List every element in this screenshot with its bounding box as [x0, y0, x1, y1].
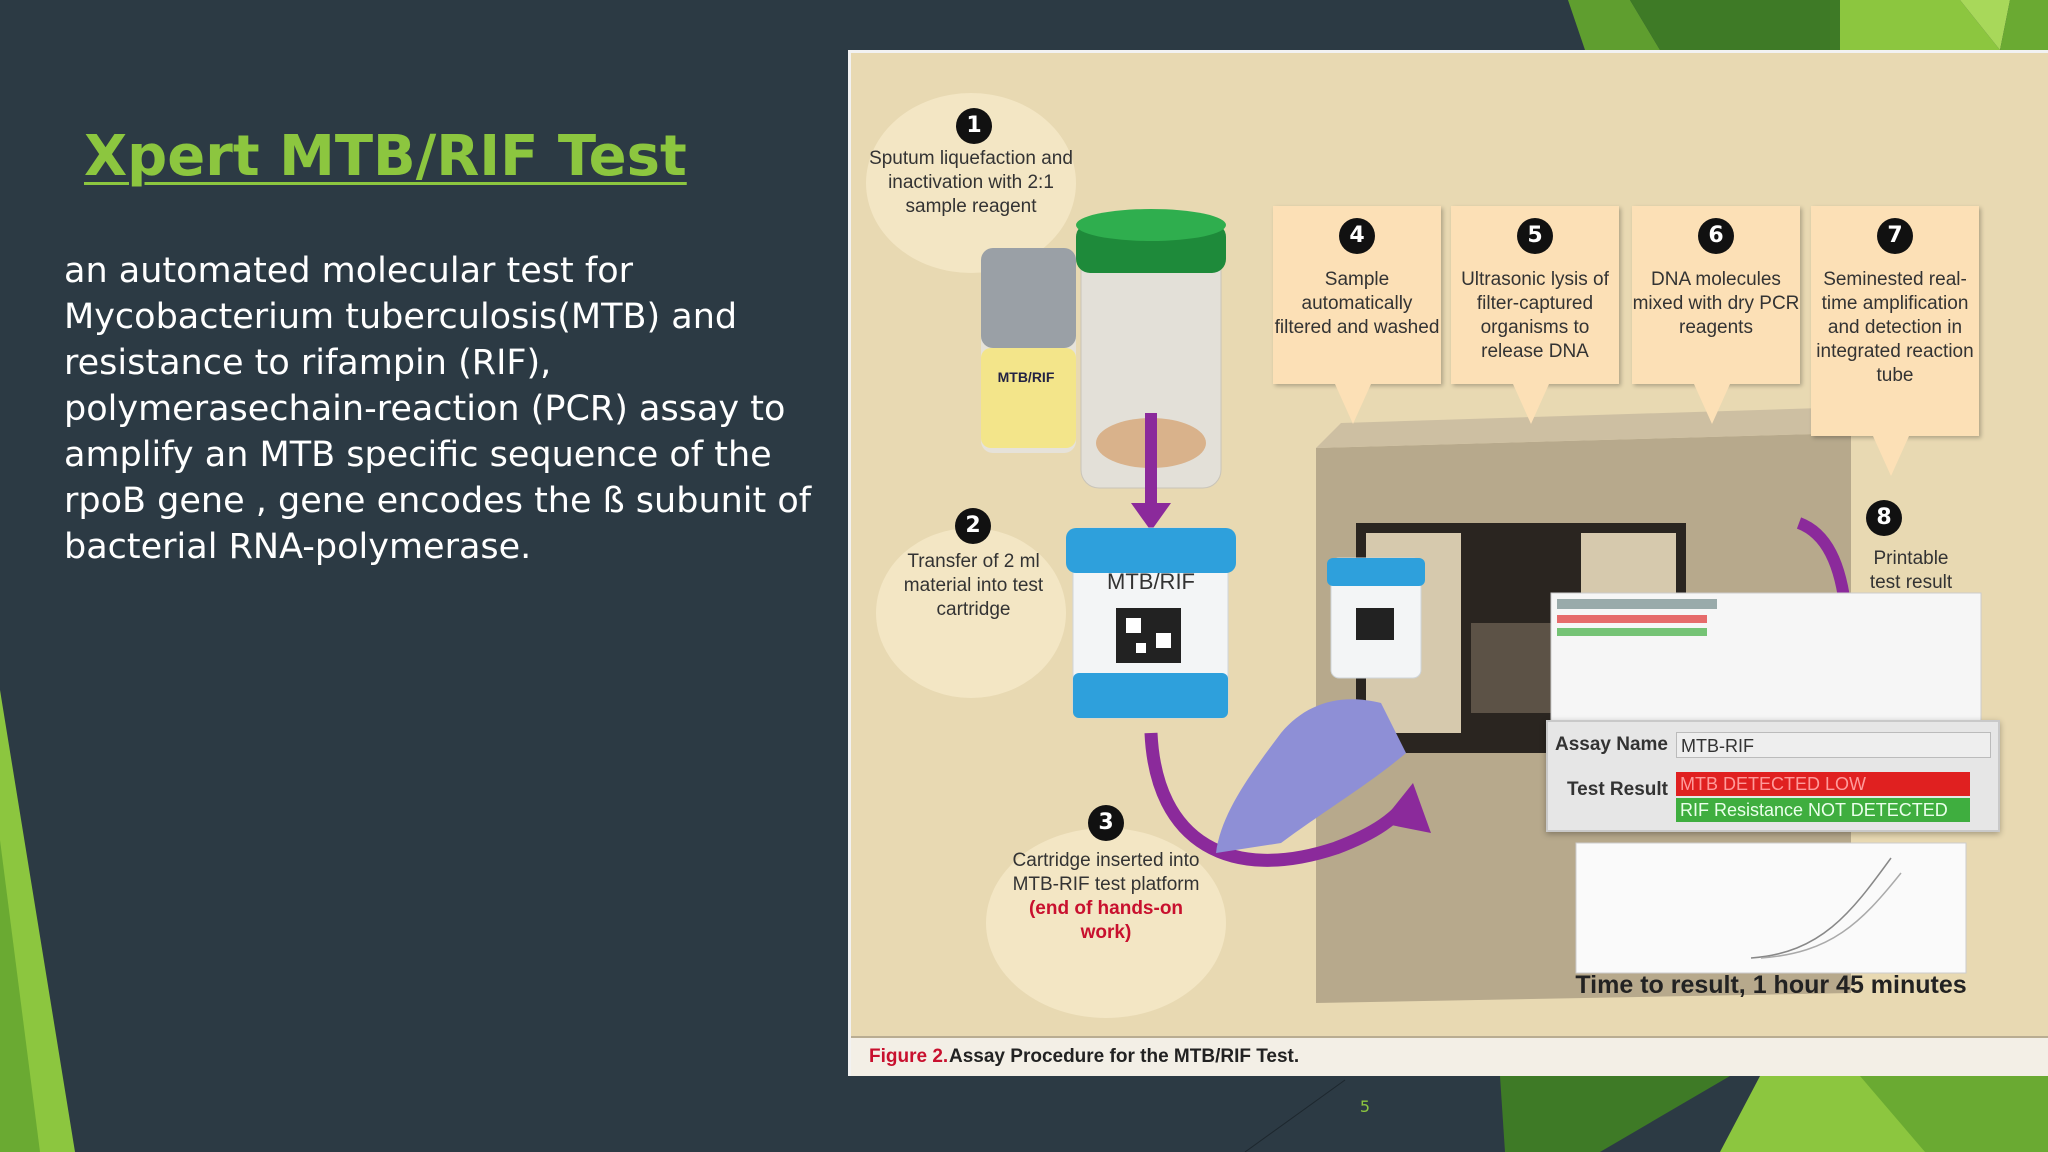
- step-4-label: Sample automatically filtered and washed: [1274, 269, 1440, 338]
- step-8-label: Printable test result: [1869, 548, 1953, 593]
- step-7-badge: 7: [1877, 218, 1913, 254]
- step-4-bubble: 4 Sample automatically filtered and wash…: [1273, 206, 1441, 424]
- step-5-bubble: 5 Ultrasonic lysis of filter-captured or…: [1451, 206, 1619, 424]
- caption-text: Assay Procedure for the MTB/RIF Test.: [949, 1046, 1300, 1067]
- slide-title: Xpert MTB/RIF Test: [84, 124, 687, 189]
- caption-label: Figure 2.: [869, 1046, 949, 1067]
- step-2-badge: 2: [955, 508, 991, 544]
- step-1-badge: 1: [956, 108, 992, 144]
- figure-caption: Figure 2. Assay Procedure for the MTB/RI…: [851, 1036, 2048, 1076]
- step-3-label: Cartridge inserted into MTB-RIF test pla…: [1012, 850, 1200, 895]
- test-result-label: Test Result: [1566, 779, 1668, 800]
- step-7-label: Seminested real-time amplification and d…: [1816, 269, 1974, 386]
- step-4-badge: 4: [1339, 218, 1375, 254]
- page-number: 5: [1359, 1097, 1371, 1116]
- gloved-hand: [1216, 699, 1406, 853]
- step-7-bubble: 7 Seminested real-time amplification and…: [1811, 206, 1979, 476]
- step-6-bubble: 6 DNA molecules mixed with dry PCR reage…: [1632, 206, 1800, 424]
- step-6-label: DNA molecules mixed with dry PCR reagent…: [1632, 269, 1800, 338]
- result-rif-resistance: RIF Resistance NOT DETECTED: [1676, 798, 1970, 822]
- step-1-label: Sputum liquefaction and inactivation wit…: [869, 148, 1073, 217]
- vial-label: MTB/RIF: [997, 369, 1055, 385]
- assay-name-label: Assay Name: [1554, 734, 1668, 755]
- step-6-badge: 6: [1698, 218, 1734, 254]
- slide-body-text: an automated molecular test for Mycobact…: [64, 251, 812, 567]
- step-2-label: Transfer of 2 ml material into test cart…: [903, 551, 1044, 620]
- step-3-note: (end of hands-on work): [1028, 898, 1184, 943]
- assay-name-value: MTB-RIF: [1676, 732, 1991, 758]
- figure-illustration: [866, 93, 1982, 1018]
- cartridge-label: MTB/RIF: [1107, 569, 1195, 594]
- step-5-badge: 5: [1517, 218, 1553, 254]
- step-3-badge: 3: [1088, 805, 1124, 841]
- test-result-panel: Assay Name MTB-RIF Test Result MTB DETEC…: [1546, 720, 2000, 832]
- step-8-badge: 8: [1866, 500, 1902, 536]
- step-5-label: Ultrasonic lysis of filter-captured orga…: [1461, 269, 1609, 362]
- assay-figure: 1 Sputum liquefaction and inactivation w…: [848, 50, 2048, 1076]
- result-mtb-detected: MTB DETECTED LOW: [1676, 772, 1970, 796]
- time-to-result: Time to result, 1 hour 45 minutes: [1575, 971, 1967, 999]
